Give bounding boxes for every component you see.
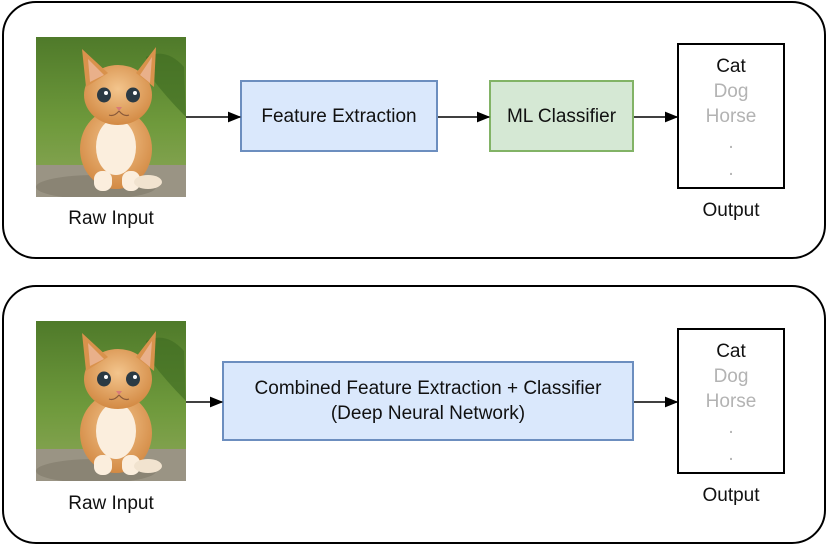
- output-label: Output: [702, 485, 760, 506]
- ml-classifier-label: ML Classifier: [506, 105, 617, 127]
- class-ellipsis: .: [728, 444, 734, 465]
- output-classes-box: Cat Dog Horse . .: [677, 43, 785, 189]
- class-ellipsis: .: [728, 417, 734, 438]
- class-item: Horse: [705, 391, 757, 412]
- class-item: Cat: [716, 341, 746, 362]
- output-label: Output: [702, 200, 760, 221]
- input-label: Raw Input: [68, 208, 154, 229]
- class-item: Horse: [705, 106, 757, 127]
- feature-extraction-label: Feature Extraction: [261, 105, 417, 127]
- combined-step-sublabel: (Deep Neural Network): [330, 403, 526, 424]
- class-item: Cat: [716, 56, 746, 77]
- combined-step-label: Combined Feature Extraction + Classifier: [254, 378, 602, 399]
- class-ellipsis: .: [728, 132, 734, 153]
- ml-classifier-box: ML Classifier: [489, 80, 634, 152]
- class-item: Dog: [713, 81, 749, 102]
- input-label: Raw Input: [68, 493, 154, 514]
- class-ellipsis: .: [728, 159, 734, 180]
- deep-neural-network-box: Combined Feature Extraction + Classifier…: [222, 361, 634, 441]
- class-item: Dog: [713, 366, 749, 387]
- output-classes-box: Cat Dog Horse . .: [677, 328, 785, 474]
